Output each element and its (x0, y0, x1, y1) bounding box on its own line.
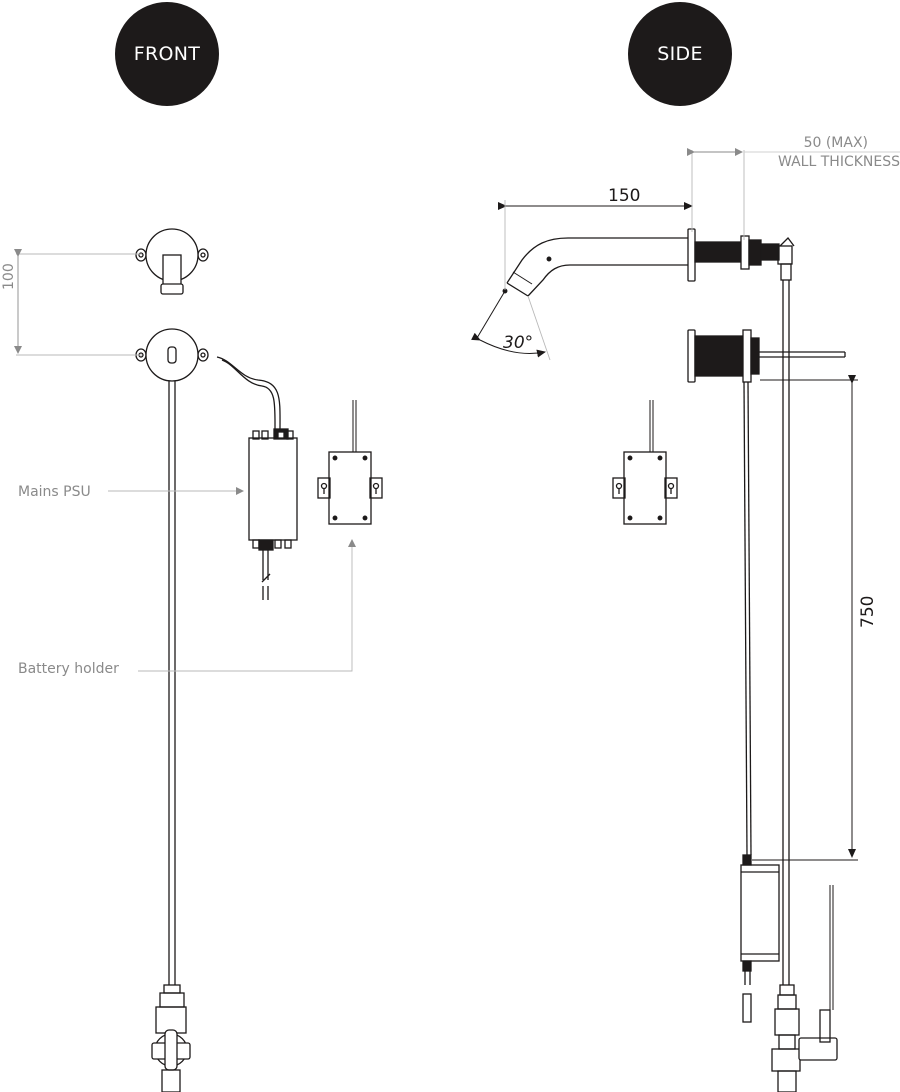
side-spout-thread (694, 235, 795, 281)
side-view (502, 228, 846, 1092)
battery-holder-side-drawing (612, 400, 678, 525)
wall-thickness-label: WALL THICKNESS (778, 154, 900, 170)
side-solenoid-box (740, 854, 780, 1023)
side-isolation-valve (771, 885, 838, 1092)
front-sensor-flange (135, 328, 209, 382)
side-spout (502, 228, 696, 297)
front-spout-flange (135, 228, 209, 295)
battery-holder-label: Battery holder (18, 661, 119, 677)
wall-thickness-value: 50 (MAX) (803, 135, 868, 151)
spout-projection-dimension: 150 (608, 186, 641, 206)
front-view (135, 228, 383, 1092)
front-view-badge: FRONT (115, 2, 219, 106)
mains-psu-label: Mains PSU (18, 484, 91, 500)
front-isolation-valve (151, 984, 191, 1092)
front-annotations (14, 249, 356, 672)
side-dimensions (471, 148, 900, 861)
side-view-label: SIDE (657, 43, 703, 65)
mains-psu-drawing (248, 428, 298, 600)
battery-holder-front-drawing (317, 400, 383, 525)
wall-thickness-dimension: 50 (MAX) WALL THICKNESS (760, 134, 900, 172)
side-sensor-body (687, 329, 846, 383)
side-view-badge: SIDE (628, 2, 732, 106)
front-view-label: FRONT (133, 43, 201, 65)
